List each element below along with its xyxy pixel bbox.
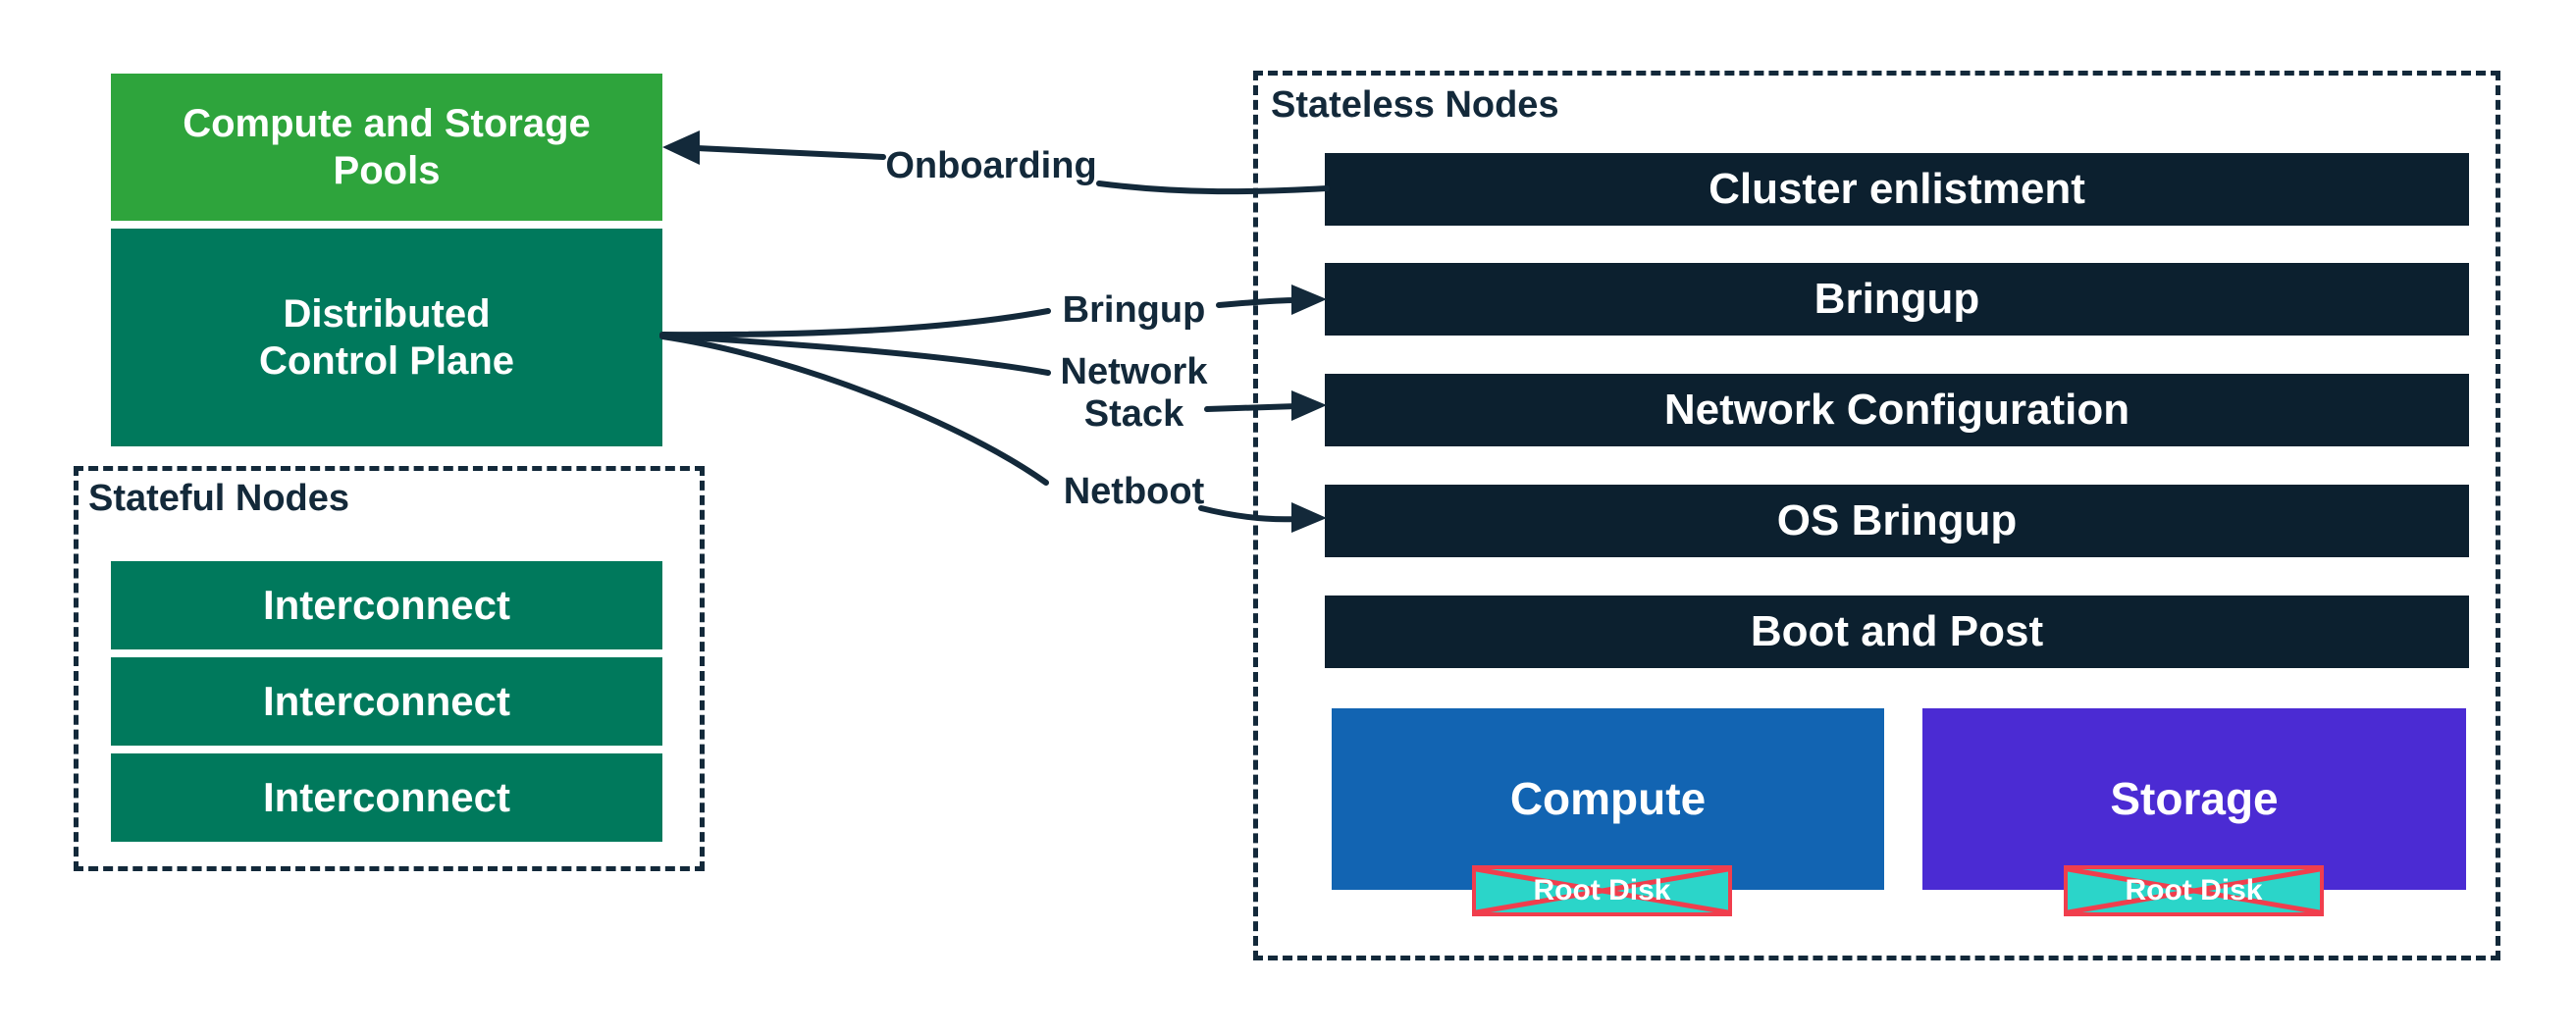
onboarding-connector-label: Onboarding [885,145,1097,186]
interconnect-label: Interconnect [262,773,511,820]
distributed-control-plane-box: Distributed Control Plane [111,229,662,446]
stateless-nodes-title: Stateless Nodes [1271,84,1559,126]
interconnect-box-1: Interconnect [111,561,662,649]
compute-box: Compute [1332,708,1884,890]
storage-root-disk-tag: Root Disk [2064,865,2324,916]
interconnect-label: Interconnect [262,581,511,628]
root-disk-label: Root Disk [2125,874,2263,906]
storage-box: Storage [1922,708,2466,890]
bringup-connector-label: Bringup [1062,289,1206,331]
stateful-nodes-group [74,466,705,871]
cluster-enlistment-label: Cluster enlistment [1709,164,2085,213]
bringup-bar-label: Bringup [1814,274,1980,323]
interconnect-label: Interconnect [262,677,511,724]
compute-root-disk-tag: Root Disk [1472,865,1732,916]
os-bringup-label: OS Bringup [1776,495,2018,544]
fan-line-network-stack [659,333,1051,376]
fan-line-netboot [659,334,1049,486]
cluster-enlistment-bar: Cluster enlistment [1325,153,2469,226]
boot-and-post-label: Boot and Post [1750,606,2044,655]
network-configuration-label: Network Configuration [1663,385,2130,434]
crossed-out-x-icon [1476,869,1728,912]
compute-label: Compute [1509,772,1707,824]
bringup-bar: Bringup [1325,263,2469,336]
onboarding-line-left [694,145,886,160]
fan-line-bringup [659,308,1051,338]
storage-label: Storage [2110,772,2279,824]
network-configuration-bar: Network Configuration [1325,374,2469,446]
root-disk-label: Root Disk [1533,874,1671,906]
boot-and-post-bar: Boot and Post [1325,596,2469,668]
netboot-connector-label: Netboot [1063,471,1205,512]
control-plane-fanout [659,308,1051,486]
interconnect-box-3: Interconnect [111,753,662,842]
compute-storage-pools-label: Compute and Storage Pools [183,102,591,192]
compute-storage-pools-box: Compute and Storage Pools [111,74,662,221]
interconnect-box-2: Interconnect [111,657,662,746]
stateful-nodes-title: Stateful Nodes [88,478,350,519]
onboarding-arrowhead-icon [662,130,700,165]
crossed-out-x-icon [2068,869,2320,912]
distributed-control-plane-label: Distributed Control Plane [258,292,515,383]
network-stack-connector-label: Network Stack [1060,351,1208,435]
os-bringup-bar: OS Bringup [1325,485,2469,557]
